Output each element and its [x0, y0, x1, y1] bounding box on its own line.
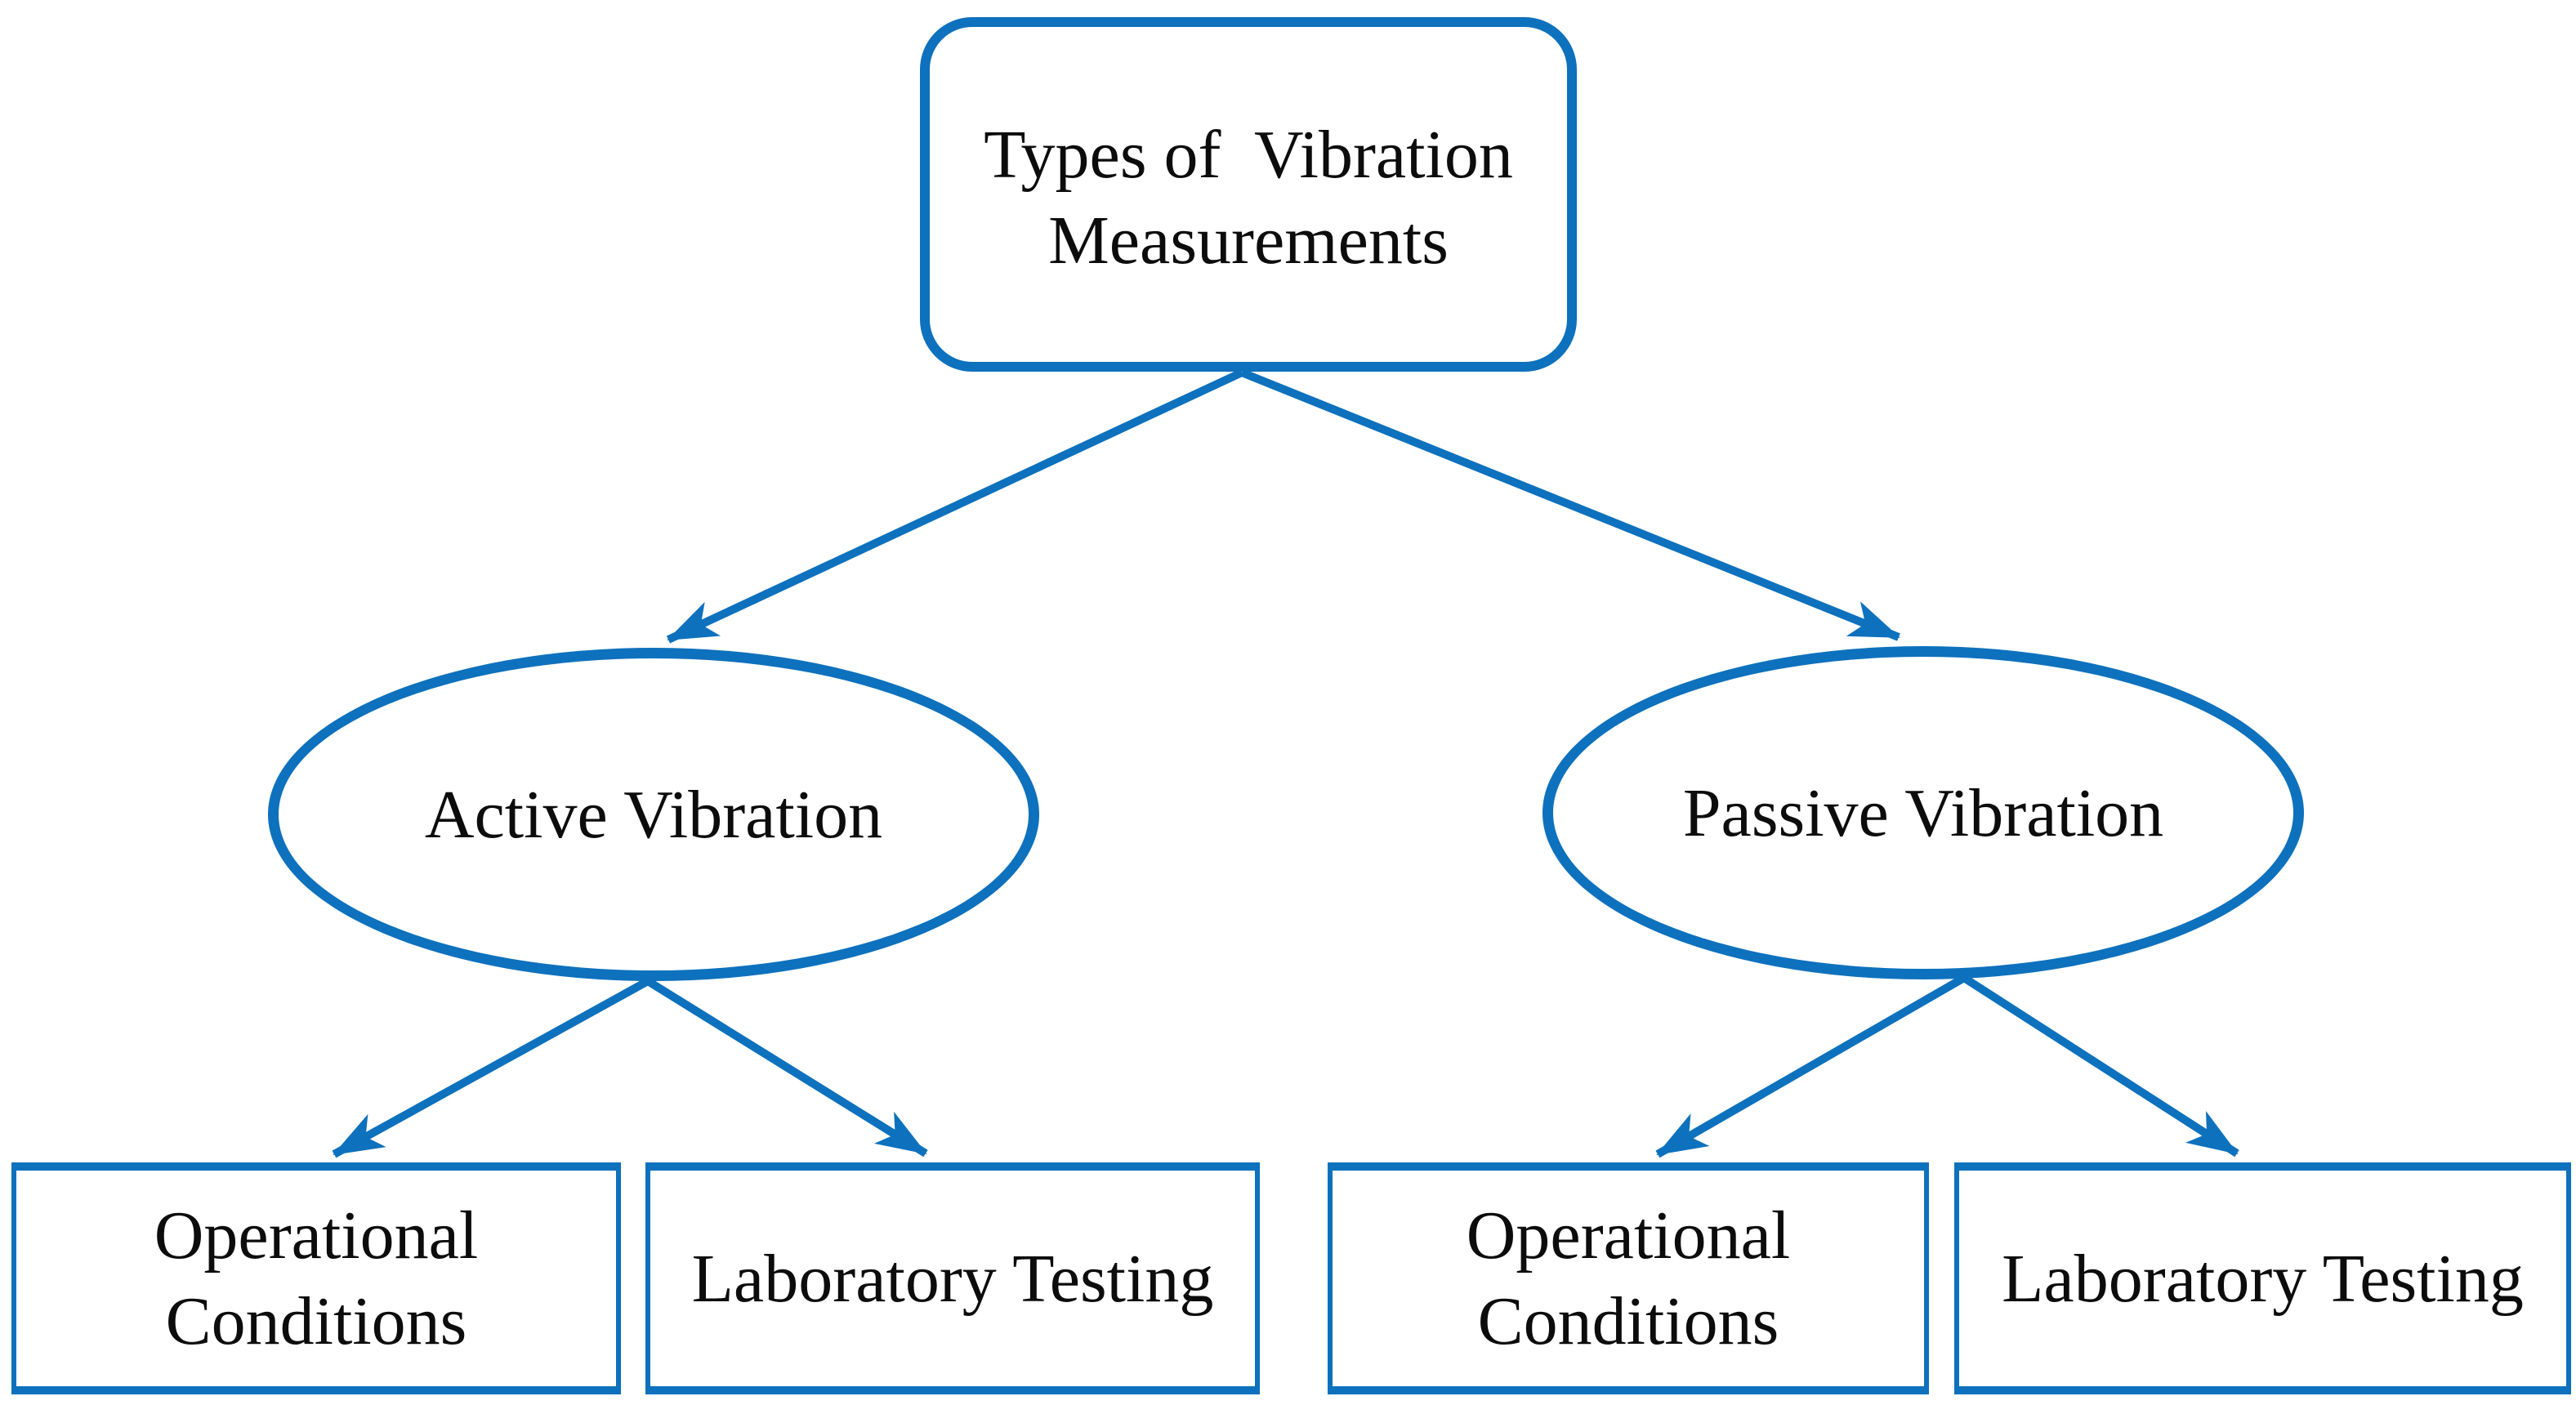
node-passive-vibration: Passive Vibration [1542, 646, 2304, 979]
edge-root-to-passive [1240, 368, 1900, 641]
operational-conditions-line-2: Conditions [165, 1283, 467, 1359]
operational-conditions-line-1: Operational [1466, 1198, 1791, 1274]
edge-root-to-active [666, 368, 1244, 644]
edge-passive-to-operational [1655, 974, 1967, 1158]
operational-conditions-line-2: Conditions [1477, 1283, 1779, 1359]
root-label-line-1: Types of Vibration [984, 117, 1513, 193]
operational-conditions-line-1: Operational [154, 1198, 479, 1274]
edge-passive-to-laboratory [1962, 974, 2239, 1158]
laboratory-testing-label: Laboratory Testing [691, 1240, 1214, 1317]
passive-vibration-label: Passive Vibration [1682, 774, 2164, 851]
edge-active-to-operational [332, 977, 650, 1158]
node-active-laboratory-testing: Laboratory Testing [645, 1162, 1260, 1394]
active-vibration-label: Active Vibration [424, 776, 883, 853]
node-passive-operational-conditions: Operational Conditions [1328, 1162, 1929, 1394]
node-types-of-vibration-measurements: Types of Vibration Measurements [920, 17, 1577, 372]
node-passive-laboratory-testing: Laboratory Testing [1954, 1162, 2571, 1394]
root-label-line-2: Measurements [1048, 203, 1449, 279]
edge-active-to-laboratory [645, 977, 928, 1158]
laboratory-testing-label: Laboratory Testing [2002, 1240, 2524, 1317]
node-active-vibration: Active Vibration [268, 648, 1039, 981]
node-active-operational-conditions: Operational Conditions [11, 1162, 621, 1394]
